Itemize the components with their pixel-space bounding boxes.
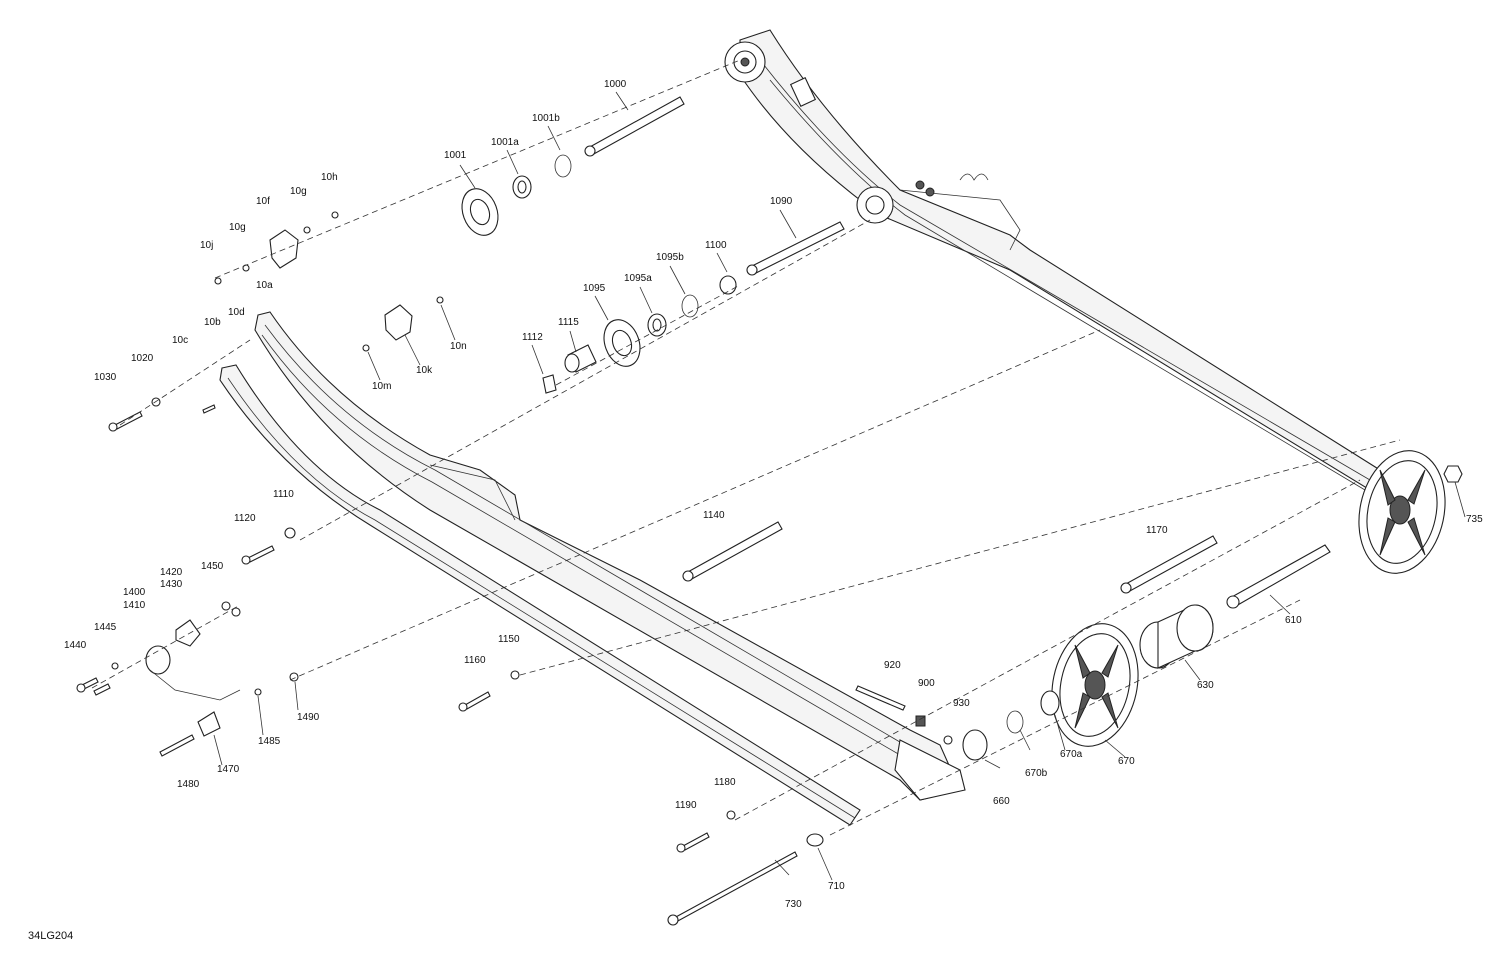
part-label: 10g — [229, 222, 246, 233]
part-label: 1001b — [532, 113, 560, 124]
part-label: 10h — [321, 172, 338, 183]
part-label: 10k — [416, 365, 433, 376]
part-label: 1030 — [94, 372, 117, 383]
part-label: 1095b — [656, 252, 684, 263]
bearings — [461, 154, 1060, 847]
part-label: 10b — [204, 317, 221, 328]
part-label: 670 — [1118, 756, 1135, 767]
part-label: 930 — [953, 698, 970, 709]
part-label: 1430 — [160, 579, 183, 590]
part-label: 1190 — [675, 800, 697, 811]
part-label: 10g — [290, 186, 307, 197]
part-label: 630 — [1197, 680, 1214, 691]
part-label: 735 — [1466, 514, 1483, 525]
part-label: 1100 — [705, 240, 727, 251]
washers — [111, 226, 953, 820]
left-rail — [219, 311, 961, 826]
part-label: 10d — [228, 307, 245, 318]
part-label: 1095a — [624, 273, 652, 284]
part-label: 710 — [828, 881, 845, 892]
part-label: 1445 — [94, 622, 117, 633]
part-label: 1020 — [131, 353, 154, 364]
part-label: 10j — [200, 240, 214, 251]
part-label: 1180 — [714, 777, 736, 788]
part-label: 670a — [1060, 749, 1083, 760]
part-label: 670b — [1025, 768, 1048, 779]
part-label: 1001 — [444, 150, 467, 161]
part-label: 1410 — [123, 600, 146, 611]
part-label: 1150 — [498, 634, 520, 645]
right-rail — [724, 29, 1381, 491]
part-label: 1400 — [123, 587, 146, 598]
part-label: 1490 — [297, 712, 320, 723]
part-label: 1450 — [201, 561, 224, 572]
part-label: 920 — [884, 660, 901, 671]
axle-610 — [1226, 544, 1331, 609]
part-label: 1095 — [583, 283, 606, 294]
tensioner — [145, 619, 241, 737]
leader-lines — [213, 91, 1466, 881]
part-label: 610 — [1285, 615, 1302, 626]
idler-wheel-670 — [1051, 623, 1139, 747]
part-label: 10a — [256, 280, 273, 291]
part-label: 1120 — [234, 513, 256, 524]
part-label: 1112 — [522, 332, 543, 343]
part-label: 10n — [450, 341, 467, 352]
part-label: 1485 — [258, 736, 281, 747]
part-label: 1420 — [160, 567, 183, 578]
part-label: 660 — [993, 796, 1010, 807]
diagram-code: 34LG204 — [28, 930, 74, 942]
part-label: 1170 — [1146, 525, 1168, 536]
part-label: 1000 — [604, 79, 627, 90]
part-label: 730 — [785, 899, 802, 910]
assembly-lines — [91, 59, 1401, 836]
part-label: 1480 — [177, 779, 200, 790]
bolts — [76, 211, 906, 926]
shafts — [584, 96, 1218, 594]
spacer-630 — [1139, 604, 1214, 669]
part-label: 1110 — [273, 489, 294, 500]
part-label: 10m — [372, 381, 392, 392]
part-label: 1140 — [703, 510, 725, 521]
part-label: 1090 — [770, 196, 793, 207]
part-label: 1115 — [558, 317, 579, 328]
part-label: 1001a — [491, 137, 519, 148]
rear-wheel-735 — [1358, 450, 1463, 574]
part-label: 900 — [918, 678, 935, 689]
part-label: 1440 — [64, 640, 87, 651]
part-label: 1470 — [217, 764, 240, 775]
part-label: 10c — [172, 335, 189, 346]
part-label: 10f — [256, 196, 270, 207]
part-label: 1160 — [464, 655, 486, 666]
